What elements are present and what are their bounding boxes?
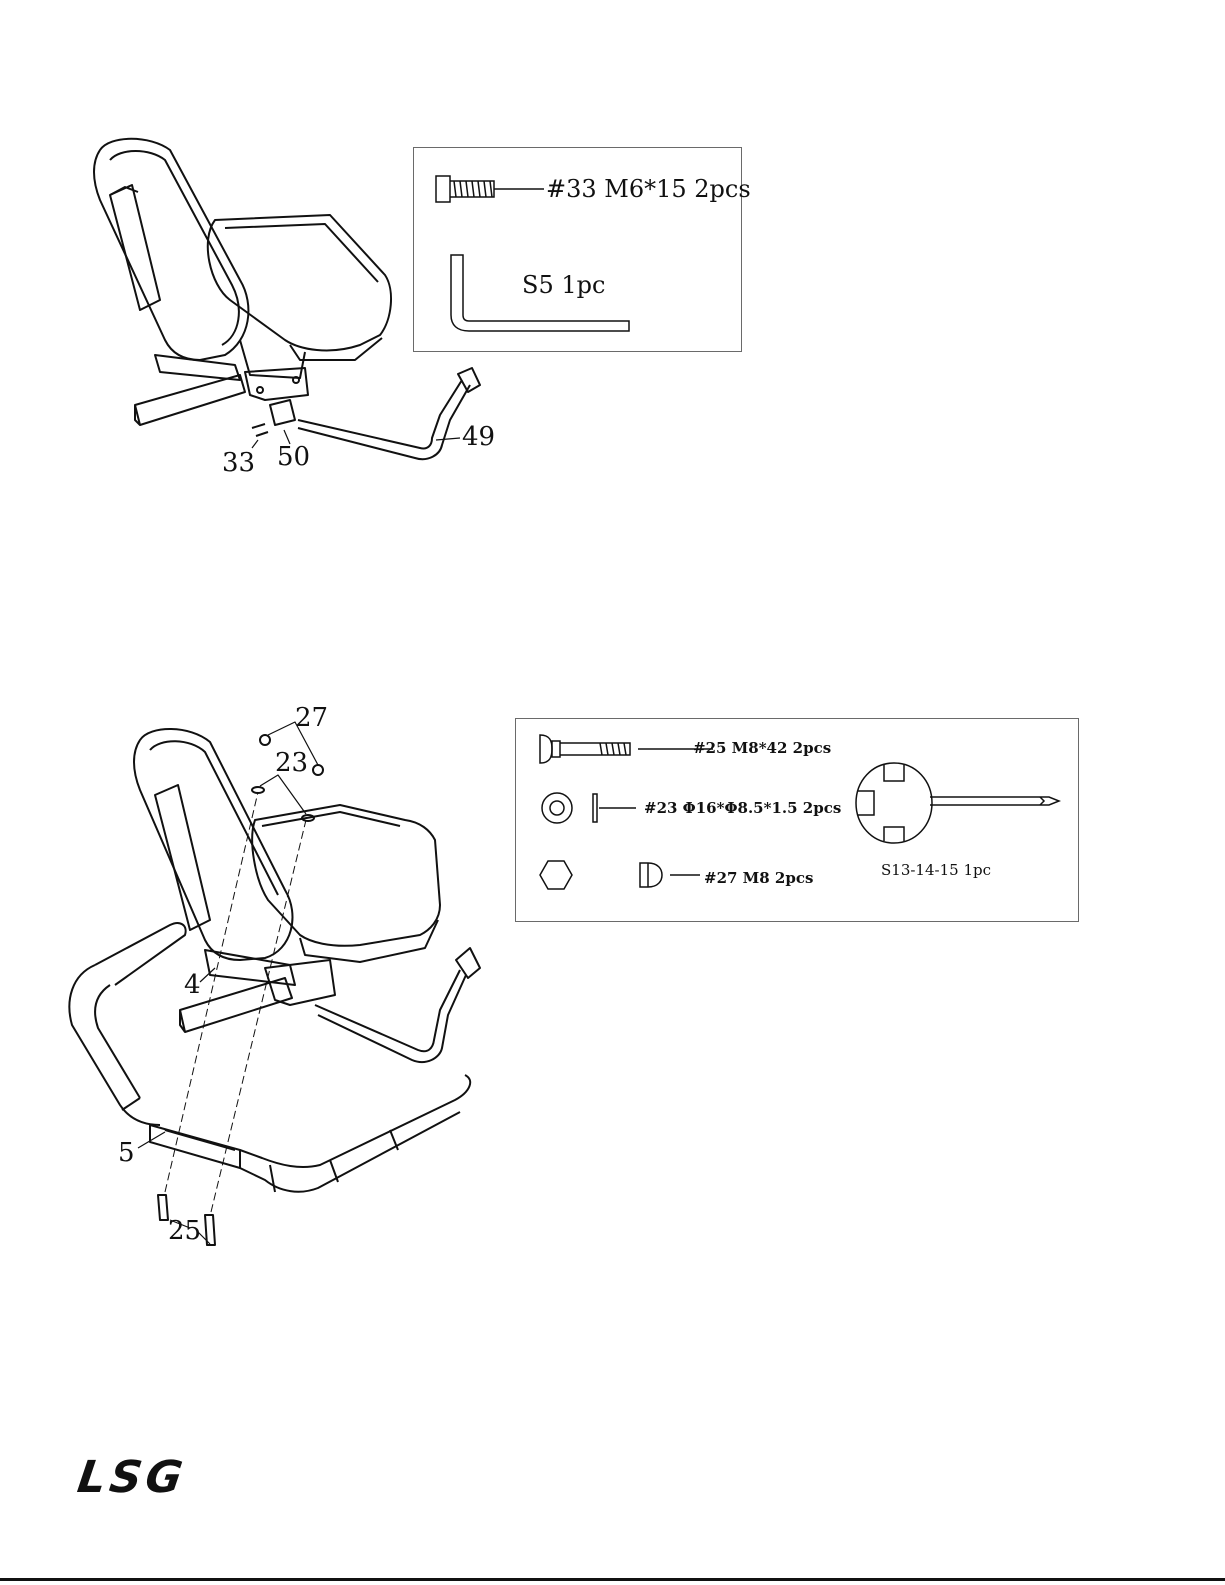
cap-nut-icon (540, 859, 710, 899)
washer-icon (541, 791, 641, 831)
multi-wrench-label: S13-14-15 1pc (881, 861, 991, 879)
callout-23: 23 (275, 750, 308, 776)
bolt-25-label: #25 M8*42 2pcs (693, 739, 831, 757)
callout-25: 25 (168, 1218, 201, 1244)
nut-27-label: #27 M8 2pcs (704, 869, 813, 887)
brand-logo: LSG (74, 1452, 189, 1503)
callout-4: 4 (184, 972, 201, 998)
multi-wrench-icon (854, 761, 1074, 851)
washer-23-label: #23 Φ16*Φ8.5*1.5 2pcs (644, 799, 841, 817)
callout-5: 5 (118, 1140, 135, 1166)
hardware-box-b: #25 M8*42 2pcs #23 Φ16*Φ8.5*1.5 2pcs #27… (515, 718, 1079, 922)
callout-27: 27 (295, 705, 328, 731)
page-bottom-rule (0, 1578, 1225, 1581)
